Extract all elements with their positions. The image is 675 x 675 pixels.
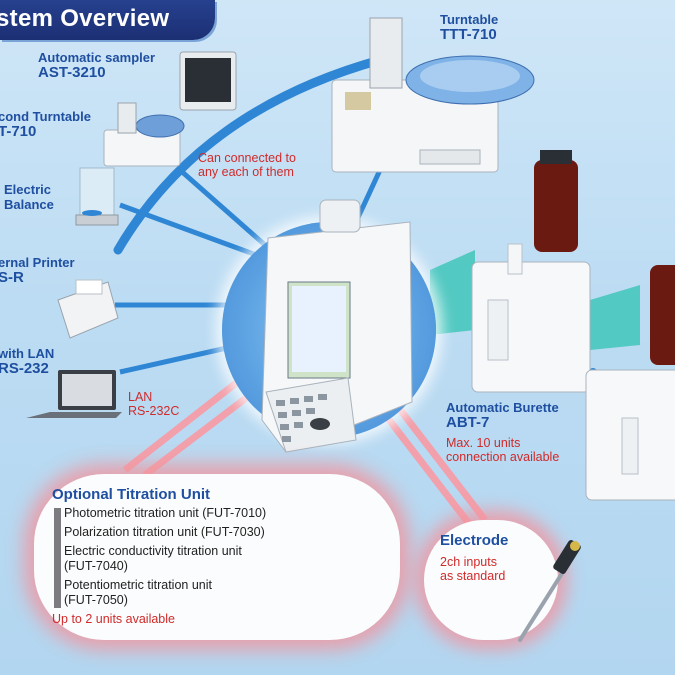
connector-burette2: [590, 285, 640, 350]
optional-unit-panel: [34, 474, 400, 640]
connector-pink-1: [122, 377, 243, 473]
burette-name: Automatic Burette: [446, 400, 559, 415]
pc-label: with LAN RS-232: [0, 346, 54, 376]
connector-pink-2: [142, 392, 253, 478]
optional-unit-item: Potentiometric titration unit: [64, 578, 212, 592]
burette-image: [471, 150, 591, 393]
title-banner: [0, 0, 215, 40]
optional-unit-item: (FUT-7050): [64, 593, 128, 607]
second-turntable-label: cond Turntable T-710: [0, 109, 91, 139]
turntable-model: TTT-710: [440, 26, 497, 43]
autosampler-label: Automatic sampler AST-3210: [38, 50, 155, 80]
optional-unit-note: Up to 2 units available: [52, 612, 175, 626]
optional-unit-item: Polarization titration unit (FUT-7030): [64, 525, 265, 539]
lan-label: LAN RS-232C: [128, 390, 179, 418]
balance-line2: Balance: [4, 197, 54, 212]
turntable-image: [331, 17, 535, 173]
burette-note2: connection available: [446, 450, 560, 464]
second-turntable-model: T-710: [0, 123, 37, 140]
connector-arc-center: [178, 168, 267, 247]
connector-pink-4: [382, 387, 488, 523]
burette-model: ABT-7: [446, 414, 490, 431]
balance-image: [75, 167, 119, 226]
balance-label: Electric Balance: [4, 182, 54, 212]
optional-unit-item: Electric conductivity titration unit: [64, 544, 242, 558]
connect-note: Can connected to any each of them: [198, 151, 296, 179]
pc-line2: RS-232: [0, 360, 49, 377]
electrode-note1: 2ch inputs: [440, 555, 497, 569]
electrode-name: Electrode: [440, 532, 509, 549]
burette-image-2: [585, 265, 675, 501]
titrator-image: [261, 199, 413, 453]
second-turntable-name: cond Turntable: [0, 109, 91, 124]
burette-label: Automatic Burette ABT-7: [446, 400, 559, 430]
burette-note1: Max. 10 units: [446, 436, 521, 450]
burette-note: Max. 10 units connection available: [446, 436, 559, 464]
connect-line1: Can connected to: [198, 151, 296, 165]
lan-line2: RS-232C: [128, 404, 180, 418]
autosampler-name: Automatic sampler: [38, 50, 156, 65]
printer-label: ernal Printer S-R: [0, 255, 75, 285]
turntable-name: Turntable: [440, 12, 499, 27]
printer-model: S-R: [0, 269, 24, 286]
electrode-note: 2ch inputs as standard: [440, 555, 505, 583]
connector-burette: [430, 250, 475, 335]
optional-unit-item: (FUT-7040): [64, 559, 128, 573]
electrode-note2: as standard: [440, 569, 506, 583]
connect-line2: any each of them: [198, 165, 294, 179]
optional-unit-item: Photometric titration unit (FUT-7010): [64, 506, 267, 520]
balance-line1: Electric: [4, 182, 51, 197]
turntable-label: Turntable TTT-710: [440, 12, 498, 42]
laptop-image: [26, 370, 122, 418]
printer-name: ernal Printer: [0, 255, 75, 270]
connector-balance: [119, 202, 271, 263]
autosampler-image: [179, 51, 237, 111]
autosampler-model: AST-3210: [38, 64, 106, 81]
optional-unit-bar: [54, 508, 61, 608]
printer-image: [57, 279, 119, 339]
second-turntable-image: [103, 102, 185, 167]
lan-line1: LAN: [128, 390, 153, 404]
optional-unit-title: Optional Titration Unit: [52, 486, 211, 503]
connector-pc: [119, 342, 241, 375]
page-title: stem Overview: [0, 5, 170, 32]
pc-line1: with LAN: [0, 346, 55, 361]
